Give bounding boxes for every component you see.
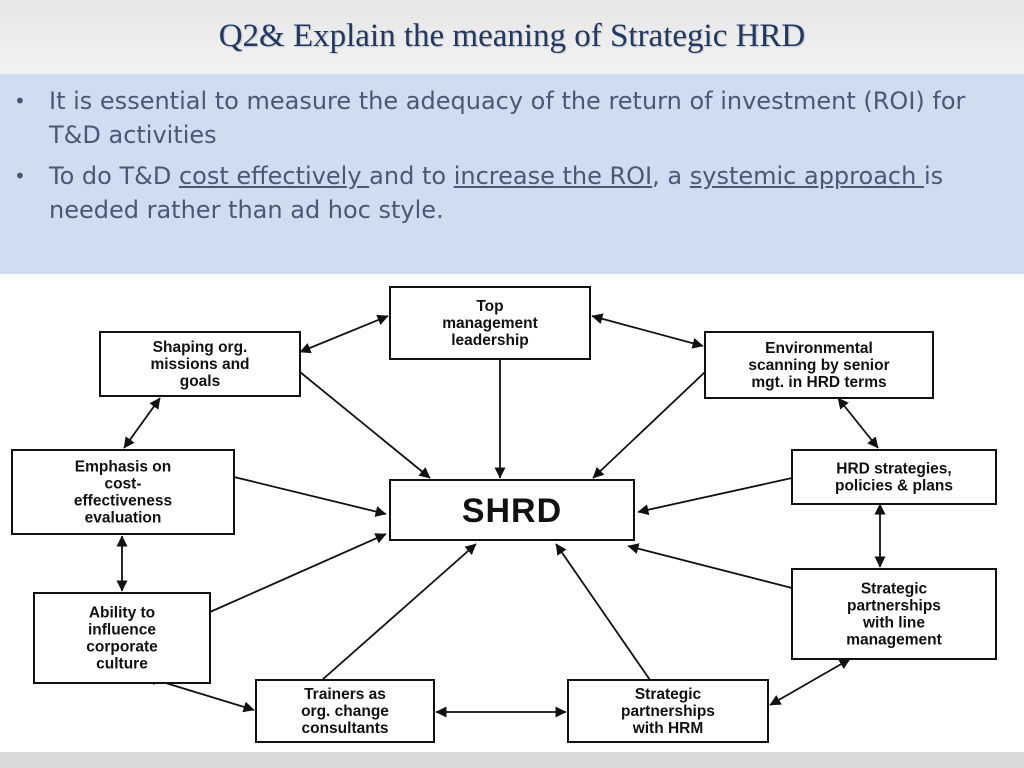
bottom-strip <box>0 752 1024 768</box>
node-label: partnerships <box>847 598 941 615</box>
node-label: HRD strategies, <box>836 461 951 478</box>
node-label: influence <box>88 622 156 639</box>
node-label: SHRD <box>462 492 562 530</box>
node-label: missions and <box>150 356 249 373</box>
bullet-dot-icon: • <box>14 89 26 113</box>
node-label: Strategic <box>635 686 702 703</box>
arrow-hrd-strategies-to-shrd <box>637 477 793 516</box>
node-label: org. change <box>301 703 389 720</box>
bullet-segment-underlined: cost effectively <box>178 162 370 190</box>
arrow-partnerships-hrm-to-shrd <box>555 543 651 681</box>
slide-title: Q2& Explain the meaning of Strategic HRD <box>218 18 806 54</box>
node-label: scanning by senior <box>748 357 889 374</box>
bullet-segment: It is essential to measure the adequacy … <box>49 87 966 149</box>
node-label: Shaping org. <box>153 339 248 356</box>
node-label: Trainers as <box>304 686 386 703</box>
bullet-item: • It is essential to measure the adequac… <box>10 84 970 152</box>
node-label: with line <box>862 615 925 632</box>
arrow-culture-to-shrd <box>209 533 387 613</box>
node-label: Environmental <box>765 340 873 357</box>
arrow-top-environmental <box>591 313 704 349</box>
node-box <box>567 679 769 743</box>
node-box <box>33 592 211 684</box>
node-label: culture <box>96 656 148 673</box>
arrow-environmental-hrd <box>837 397 879 449</box>
node-label: Ability to <box>89 605 155 622</box>
arrow-shaping-cost <box>123 397 161 449</box>
bullet-segment: , a <box>652 162 690 190</box>
node-label: goals <box>180 373 220 390</box>
arrow-shaping-top <box>299 314 389 354</box>
node-label: mgt. in HRD terms <box>751 374 886 391</box>
node-box <box>255 679 435 743</box>
node-label: policies & plans <box>835 478 953 495</box>
node-label: evaluation <box>85 510 162 527</box>
node-shrd: SHRD <box>389 479 635 541</box>
arrow-trainers-to-shrd <box>321 543 477 681</box>
bullet-segment: and to <box>369 162 454 190</box>
bullet-segment-underlined: increase the ROI <box>453 162 653 190</box>
node-box <box>99 331 301 397</box>
node-label: leadership <box>451 332 529 349</box>
node-label: Emphasis on <box>75 459 171 476</box>
arrow-cost-to-shrd <box>233 476 387 517</box>
node-box <box>704 331 934 399</box>
bullet-item: • To do T&D cost effectively and to incr… <box>10 159 970 227</box>
bullet-panel: • It is essential to measure the adequac… <box>0 74 1024 274</box>
node-label: Strategic <box>861 581 928 598</box>
node-label: corporate <box>86 639 158 656</box>
node-box <box>389 286 591 360</box>
node-box <box>791 449 997 505</box>
bullet-dot-icon: • <box>14 164 26 188</box>
bullet-segment-underlined: systemic approach <box>689 162 924 190</box>
bullet-list: • It is essential to measure the adequac… <box>10 84 970 234</box>
node-label: with HRM <box>632 720 704 737</box>
arrow-partnerships-line-to-shrd <box>627 543 793 589</box>
node-box <box>11 449 235 535</box>
node-label: effectiveness <box>74 493 172 510</box>
arrow-shaping-to-shrd <box>299 371 431 479</box>
bullet-segment: is needed rather than ad hoc style. <box>49 162 944 224</box>
node-label: partnerships <box>621 703 715 720</box>
node-box <box>791 568 997 660</box>
arrow-partnerships-line-hrm <box>769 658 851 706</box>
node-label: consultants <box>302 720 389 737</box>
node-label: cost- <box>104 476 141 493</box>
node-label: management <box>442 315 538 332</box>
node-label: Top <box>476 298 503 315</box>
node-label: management <box>846 632 942 649</box>
node-box <box>389 479 635 541</box>
arrow-environmental-to-shrd <box>592 371 706 479</box>
bullet-segment: To do T&D <box>49 162 179 190</box>
node-hrd-strategies: HRD strategies,policies & plans <box>791 449 997 505</box>
